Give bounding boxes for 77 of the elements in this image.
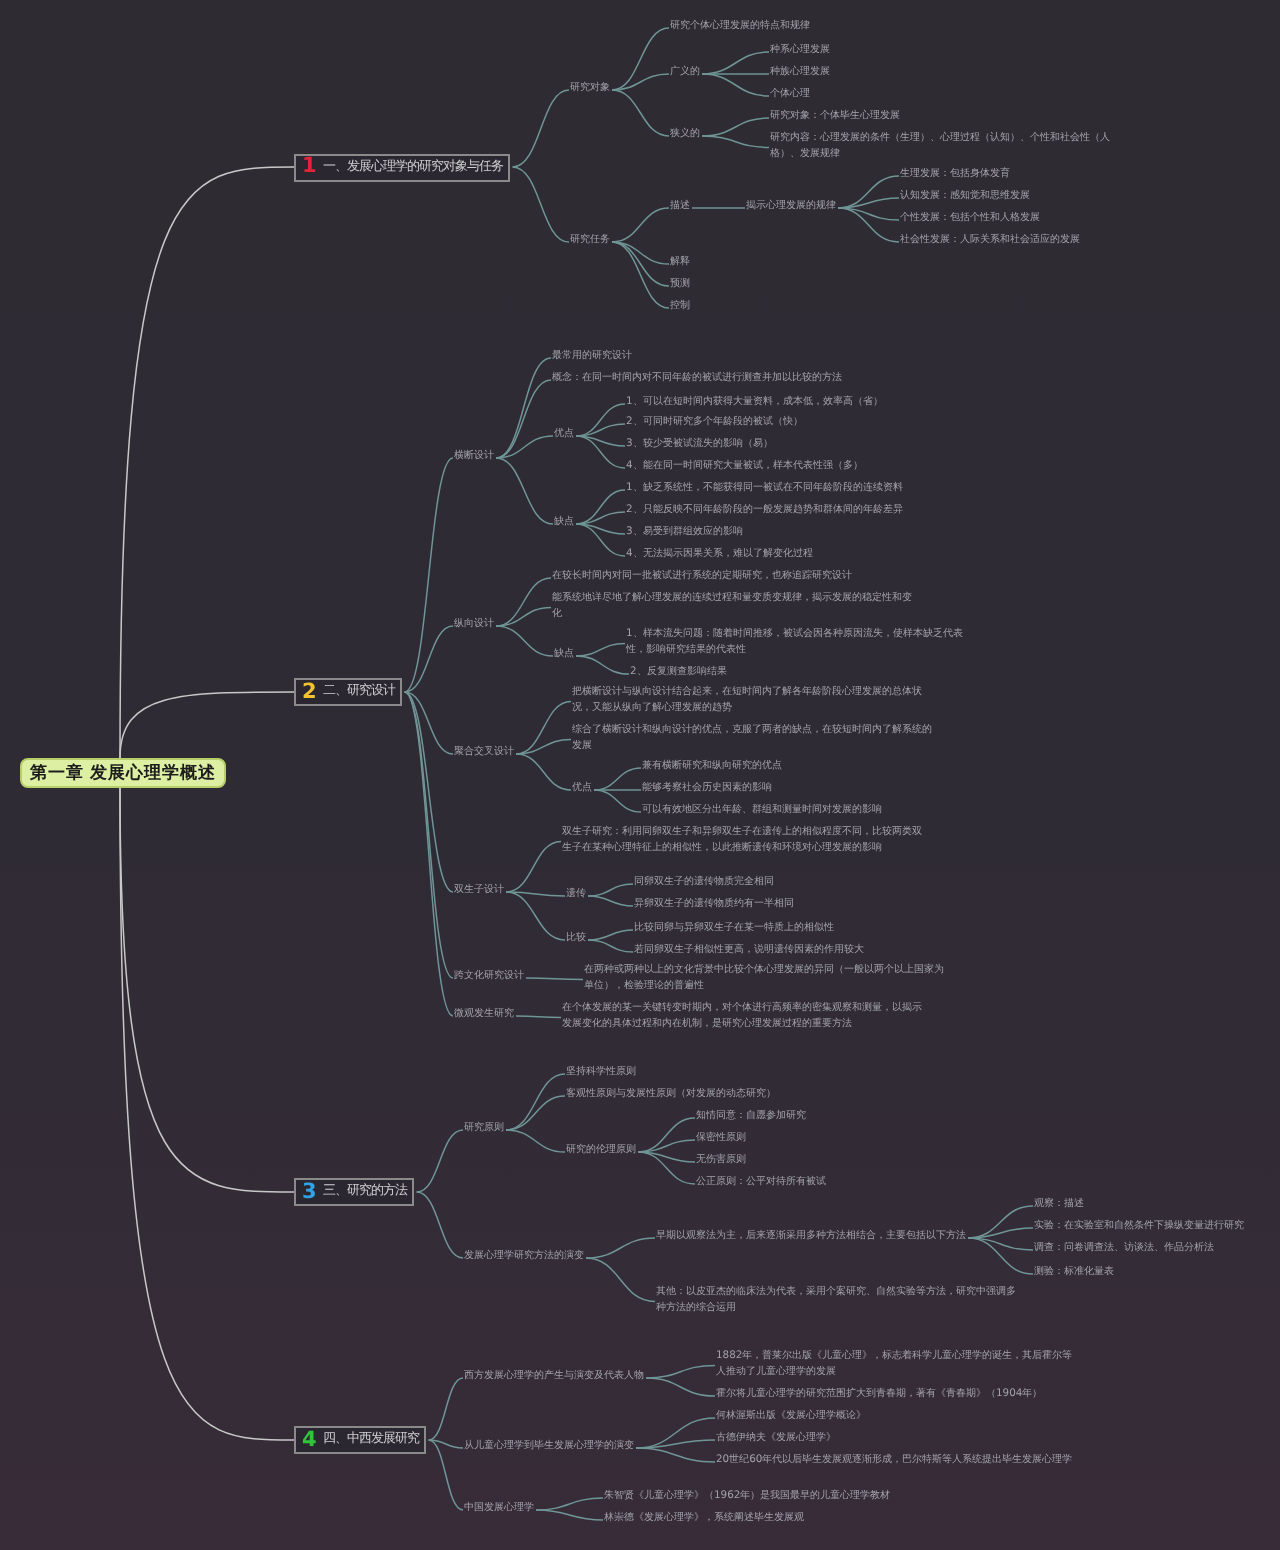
branch-line: [575, 511, 626, 525]
branch-line: [837, 207, 900, 243]
branch-line: [525, 977, 584, 981]
branch-line: [575, 655, 630, 675]
branch-line: [637, 1151, 696, 1185]
branch-line: [701, 135, 770, 149]
branch-line: [505, 1129, 566, 1153]
branch-line: [701, 73, 770, 97]
section-number: 1: [302, 156, 317, 178]
branch-line: [511, 166, 570, 243]
branch-line: [495, 379, 552, 459]
branch-line: [611, 241, 670, 265]
branch-line: [587, 939, 634, 953]
branch-line: [505, 891, 566, 897]
branch-line: [645, 1377, 716, 1397]
branch-line: [403, 691, 454, 893]
section-box: [294, 153, 511, 181]
branch-line: [505, 891, 566, 941]
branch-line: [575, 523, 626, 557]
branch-line: [403, 457, 454, 693]
branch-line: [593, 789, 642, 813]
branch-line: [637, 1151, 696, 1163]
branch-line: [427, 1377, 464, 1441]
branch-line: [587, 895, 634, 907]
branch-line: [427, 1439, 464, 1449]
branch-line: [837, 207, 900, 221]
branch-line: [587, 929, 634, 941]
branch-line: [587, 883, 634, 897]
branch-line: [495, 625, 554, 657]
section-number: 2: [302, 681, 317, 703]
branch-line: [611, 207, 670, 243]
branch-line: [505, 1095, 566, 1131]
section-box: [294, 678, 403, 706]
branch-line: [535, 1509, 604, 1521]
branch-line: [505, 840, 562, 893]
branch-line: [427, 1439, 464, 1511]
branch-line: [515, 753, 572, 791]
section-number: 3: [302, 1181, 317, 1203]
branch-line: [495, 357, 552, 459]
branch-line: [611, 27, 670, 91]
branch-line: [575, 642, 626, 657]
branch-line: [415, 1129, 464, 1193]
branch-line: [967, 1237, 1034, 1275]
branch-line: [575, 523, 626, 535]
branch-line: [635, 1447, 716, 1463]
branch-line: [495, 457, 554, 525]
branch-line: [515, 1015, 562, 1019]
branch-line: [403, 691, 454, 755]
section-box: [294, 1426, 427, 1454]
branch-line: [611, 73, 670, 91]
branch-line: [967, 1237, 1034, 1251]
branch-line: [575, 435, 626, 469]
branch-line: [119, 787, 295, 1441]
branch-line: [575, 489, 626, 525]
branch-line: [495, 606, 552, 627]
branch-line: [505, 1073, 566, 1131]
branch-line: [611, 241, 670, 309]
branch-line: [575, 435, 626, 447]
branch-line: [611, 89, 670, 137]
branch-line: [585, 1257, 656, 1303]
branch-line: [495, 435, 554, 459]
branch-line: [515, 700, 572, 755]
branch-line: [691, 207, 746, 209]
branch-line: [575, 423, 626, 437]
branch-line: [515, 738, 572, 755]
branch-line: [511, 89, 570, 168]
central-topic: 第一章 发展心理学概述: [20, 758, 226, 788]
branch-line: [611, 241, 670, 287]
branch-line: [119, 691, 295, 759]
section-number: 4: [302, 1429, 317, 1451]
branch-line: [403, 625, 454, 693]
branch-line: [495, 577, 552, 627]
branch-line: [585, 1237, 656, 1259]
branch-line: [593, 789, 642, 791]
branch-line: [415, 1191, 464, 1259]
branch-line: [837, 197, 900, 209]
section-box: [294, 1178, 415, 1206]
